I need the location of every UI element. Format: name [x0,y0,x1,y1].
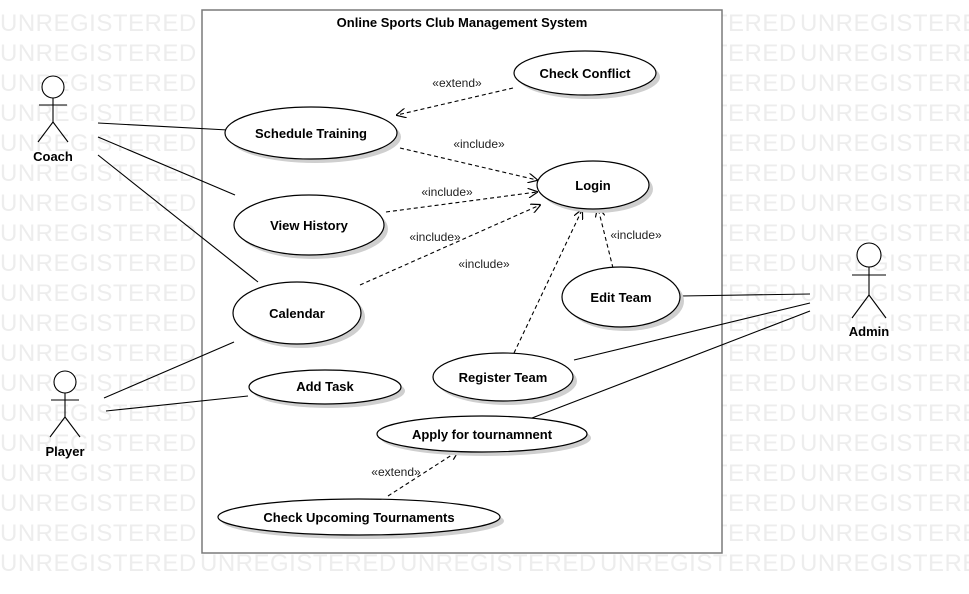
use-case-add-task[interactable]: Add Task [248,369,405,408]
watermark-text: UNREGISTERED [800,550,969,577]
watermark-text: UNREGISTERED [0,70,197,97]
use-case-label: Check Conflict [539,66,631,81]
association-coach-view-history [97,136,236,196]
actor-coach[interactable]: Coach [33,75,73,164]
watermark-text: UNREGISTERED [0,310,197,337]
use-case-label: Apply for tournamnent [412,427,553,442]
watermark-text: UNREGISTERED [0,520,197,547]
watermark-text: UNREGISTERED [0,40,197,67]
stereotype-include-label: «include» [409,230,461,244]
include-arrow-register-team [513,210,582,354]
watermark-text: UNREGISTERED [800,100,969,127]
use-case-schedule-training[interactable]: Schedule Training [224,106,401,163]
stick-figure-icon [851,242,887,319]
stereotype-include-label: «include» [610,228,662,242]
use-case-edit-team[interactable]: Edit Team [561,266,684,331]
stick-figure-icon [37,75,69,143]
association-admin-edit-team [680,293,811,297]
include-arrow-calendar [359,205,540,286]
watermark-text: UNREGISTERED [800,220,969,247]
watermark-text: UNREGISTERED [0,190,197,217]
use-case-label: Register Team [459,370,548,385]
watermark-text: UNREGISTERED [0,250,197,277]
watermark-text: UNREGISTERED [0,430,197,457]
watermark-text: UNREGISTERED [800,400,969,427]
use-case-label: Schedule Training [255,126,367,141]
actor-label: Admin [849,324,890,339]
watermark-text: UNREGISTERED [0,130,197,157]
watermark-text: UNREGISTERED [800,10,969,37]
watermark-text: UNREGISTERED [800,490,969,517]
watermark-text: UNREGISTERED [0,220,197,247]
watermark-text: UNREGISTERED [0,490,197,517]
use-case-calendar[interactable]: Calendar [232,281,365,348]
watermark-text: UNREGISTERED [200,550,397,577]
stereotype-extend-label: «extend» [371,465,421,479]
watermark-text: UNREGISTERED [800,40,969,67]
extend-arrow-check-conflict [397,87,514,115]
association-admin-apply-tournament [531,310,811,419]
include-arrow-edit-team [598,208,614,269]
watermark-text: UNREGISTERED [0,460,197,487]
watermark-text: UNREGISTERED [800,340,969,367]
watermark-text: UNREGISTERED [800,460,969,487]
watermark-text: UNREGISTERED [0,550,197,577]
watermark-text: UNREGISTERED [0,370,197,397]
watermark-text: UNREGISTERED [0,160,197,187]
include-arrow-view-history [385,192,537,213]
use-case-label: Login [575,178,610,193]
use-case-check-conflict[interactable]: Check Conflict [513,50,660,99]
watermark-text: UNREGISTERED [800,130,969,157]
stereotype-include-label: «include» [458,257,510,271]
actor-player[interactable]: Player [45,370,85,459]
stereotype-extend-label: «extend» [432,76,482,90]
use-case-label: Calendar [269,306,325,321]
stereotype-include-label: «include» [453,137,505,151]
dependencies [359,87,614,497]
system-title: Online Sports Club Management System [337,15,588,30]
use-case-label: View History [270,218,349,233]
use-case-label: Edit Team [590,290,651,305]
use-case-view-history[interactable]: View History [233,194,388,259]
watermark-text: UNREGISTERED [0,280,197,307]
association-coach-schedule-training [97,122,229,131]
watermark-text: UNREGISTERED [800,250,969,277]
watermark-text: UNREGISTERED [800,370,969,397]
actor-label: Player [45,444,84,459]
stereotype-include-label: «include» [421,185,473,199]
association-player-add-task [105,395,249,412]
watermark-text: UNREGISTERED [800,520,969,547]
watermark-text: UNREGISTERED [800,190,969,217]
include-arrow-schedule-training [399,147,537,180]
use-case-apply-tournament[interactable]: Apply for tournamnent [376,415,591,456]
use-case-register-team[interactable]: Register Team [432,352,577,405]
use-case-label: Add Task [296,379,354,394]
use-case-check-upcoming-tournaments[interactable]: Check Upcoming Tournaments [217,498,504,539]
association-player-calendar [103,341,235,399]
watermark-text: UNREGISTERED [800,70,969,97]
associations [97,122,811,419]
stick-figure-icon [49,370,81,438]
watermark-text: UNREGISTERED [800,430,969,457]
actor-admin[interactable]: Admin [849,242,890,339]
watermark-text: UNREGISTERED [600,550,797,577]
watermark-text: UNREGISTERED [0,340,197,367]
watermark-text: UNREGISTERED [800,280,969,307]
use-case-label: Check Upcoming Tournaments [263,510,454,525]
watermark-text: UNREGISTERED [800,160,969,187]
watermark-text: UNREGISTERED [400,550,597,577]
watermark-text: UNREGISTERED [800,310,969,337]
association-admin-register-team [573,302,811,361]
association-coach-calendar [97,154,259,283]
watermark-text: UNREGISTERED [0,10,197,37]
use-case-login[interactable]: Login [536,160,653,213]
actor-label: Coach [33,149,73,164]
